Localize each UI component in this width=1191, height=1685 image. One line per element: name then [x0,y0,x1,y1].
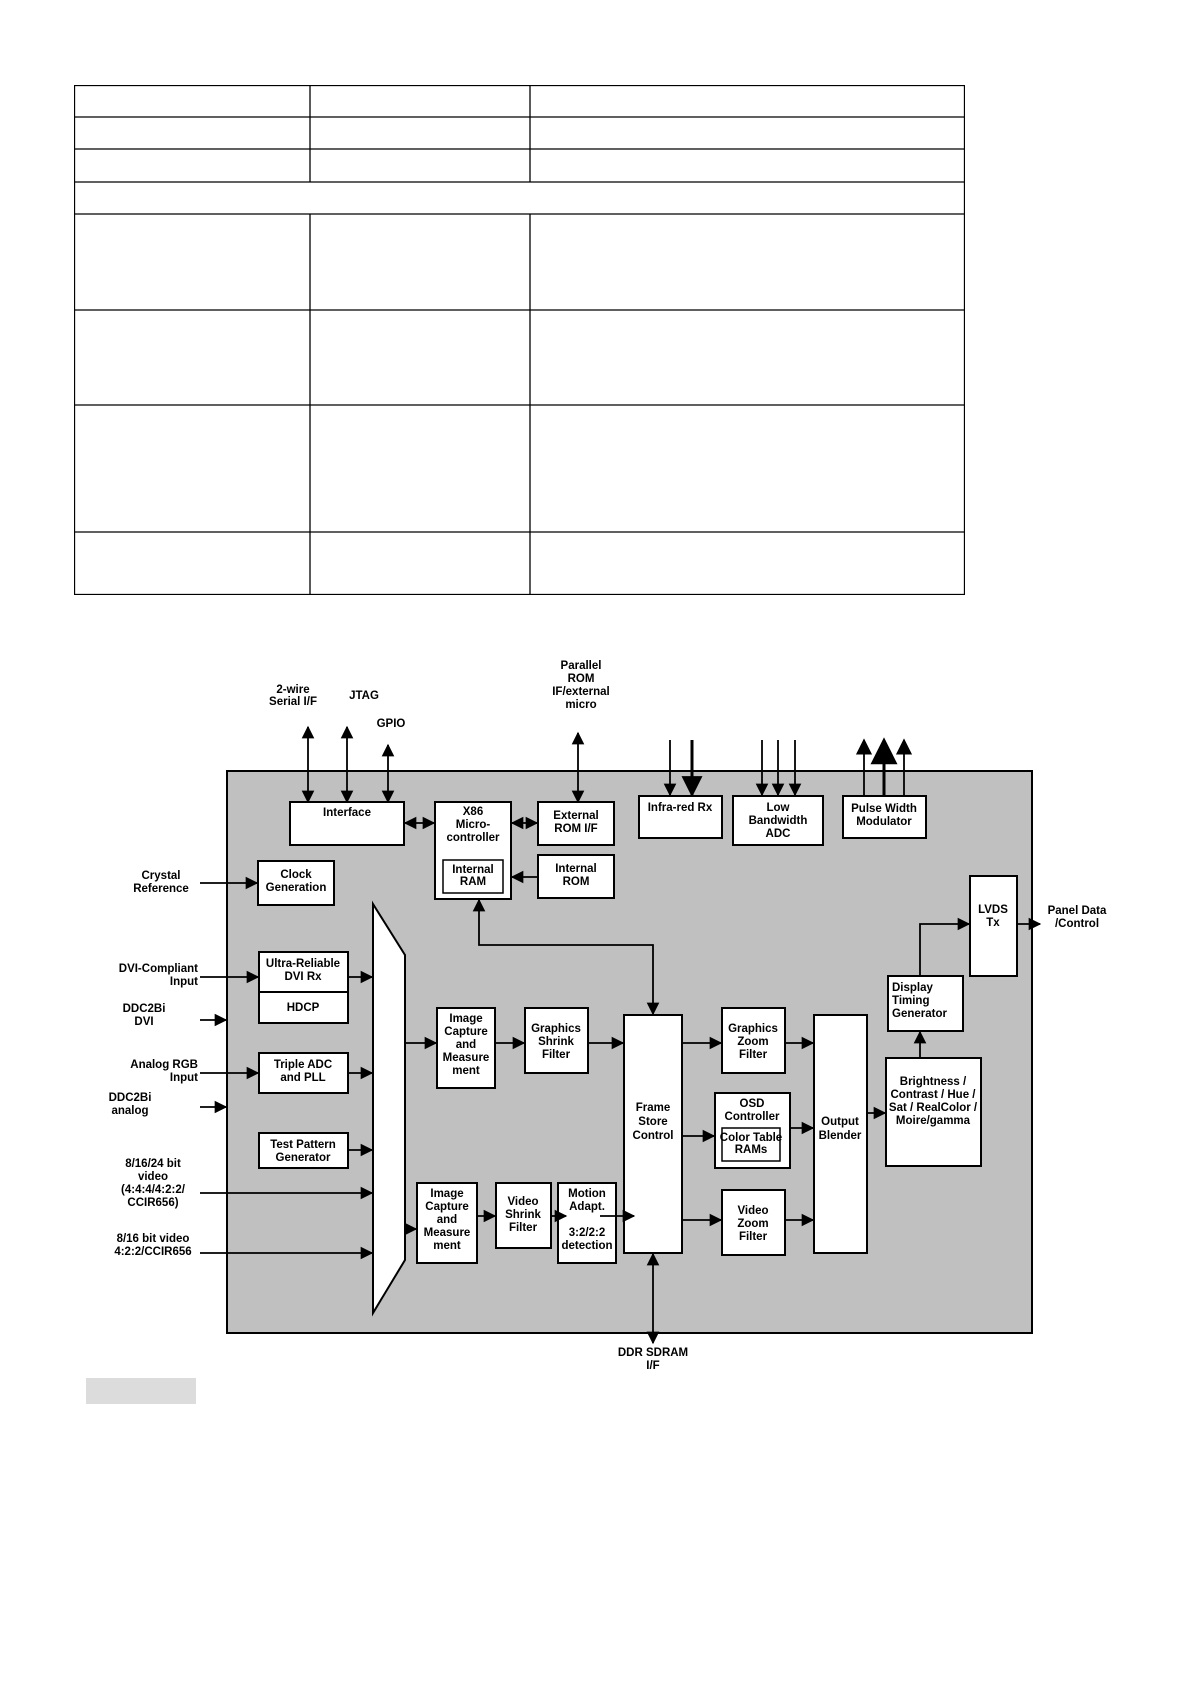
label-panel-data: Panel Data/Control [1048,905,1107,930]
block-graphics-zoom [721,1007,786,1074]
block-video-shrink [495,1182,552,1249]
block-external-rom [537,801,615,846]
block-hdcp [258,991,349,1024]
block-infrared [638,795,723,839]
block-video-zoom [721,1189,786,1256]
text-infrared: Infra-red Rx [648,802,713,814]
label-jtag: JTAG [349,690,379,702]
block-interface [289,801,405,846]
block-color-table [721,1127,781,1162]
block-test-pattern [258,1132,349,1169]
block-internal-ram [442,859,504,894]
text-hdcp: HDCP [287,1002,320,1014]
spec-table [74,85,965,595]
input-mux [372,900,406,1317]
block-motion-adapt [557,1182,617,1264]
block-clock [257,860,335,906]
caption-placeholder [86,1378,196,1404]
block-image-capture-1 [436,1007,496,1089]
block-output-blender [813,1014,868,1254]
block-internal-rom [537,854,615,899]
block-triple-adc [258,1052,349,1094]
label-gpio: GPIO [377,718,406,730]
text-brightness: Brightness /Contrast / Hue /Sat / RealCo… [889,1076,978,1127]
text-interface: Interface [323,807,371,819]
block-lvds [969,875,1018,977]
